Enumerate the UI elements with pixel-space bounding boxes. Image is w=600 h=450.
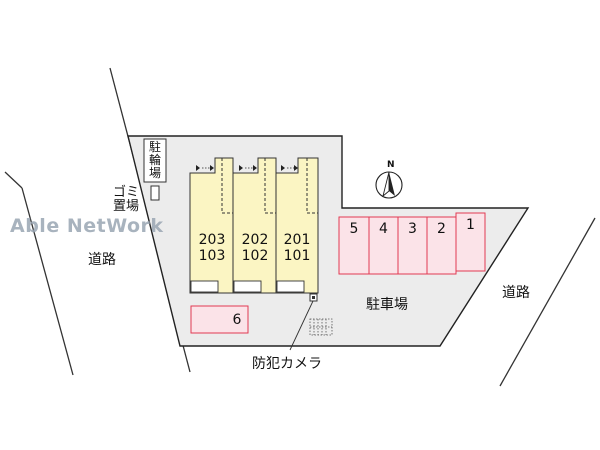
parking-space-1 (455, 212, 486, 272)
camera-leader-line (289, 300, 314, 351)
entrance-marker-2 (239, 165, 257, 171)
building (189, 157, 319, 294)
road-edge-left (21, 187, 74, 376)
parking-number-1: 1 (466, 217, 475, 233)
bike-parking-label: 駐 輪 場 (148, 140, 161, 180)
balcony-3 (276, 280, 305, 293)
parking-number-4: 4 (379, 221, 388, 237)
parking-space-3 (397, 216, 428, 275)
balcony-2 (233, 280, 262, 293)
parking-space-6 (190, 305, 249, 334)
balcony-1 (190, 280, 219, 293)
parking-space-2 (426, 216, 457, 275)
garbage-label-line2: 置場 (113, 199, 140, 214)
compass-letter: N (387, 160, 395, 170)
parking-number-6: 6 (232, 312, 242, 328)
parking-space-5 (338, 216, 370, 275)
hatched-area (309, 318, 333, 336)
parking-space-4 (368, 216, 399, 275)
parking-lot-label: 駐車場 (366, 297, 408, 313)
unit-203-103 (189, 157, 234, 294)
compass-icon (375, 171, 403, 199)
unit-202-102 (232, 157, 277, 294)
unit-201-101 (275, 157, 319, 294)
road-label-left: 道路 (88, 252, 116, 268)
entrance-marker-3 (281, 165, 298, 171)
watermark: Able NetWork (10, 215, 164, 237)
garbage-label-line1: ゴミ (113, 185, 140, 200)
road-edge-right (499, 217, 596, 387)
road-label-right: 道路 (502, 285, 530, 301)
bike-parking-box (143, 138, 167, 183)
garbage-box (150, 185, 160, 201)
camera-label: 防犯カメラ (252, 356, 322, 372)
parking-number-5: 5 (349, 221, 359, 237)
entrance-marker-1 (196, 165, 214, 171)
parking-number-2: 2 (437, 221, 446, 237)
road-edge-left-outer (4, 171, 23, 189)
parking-number-3: 3 (408, 221, 417, 237)
